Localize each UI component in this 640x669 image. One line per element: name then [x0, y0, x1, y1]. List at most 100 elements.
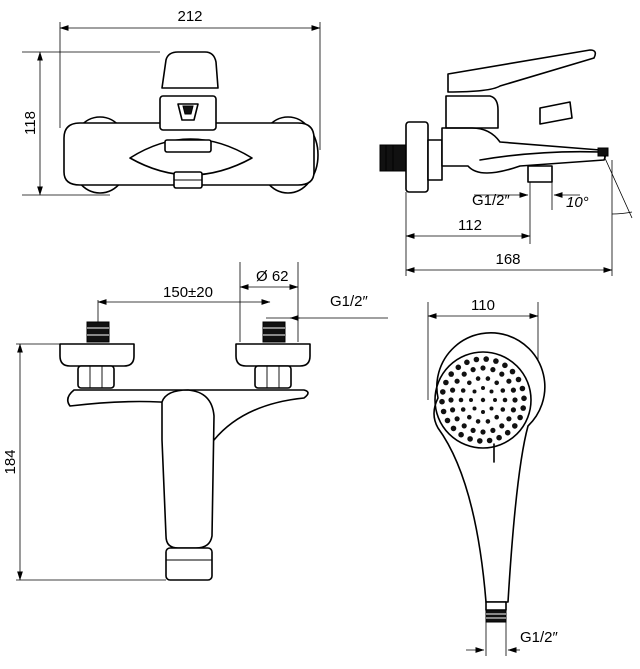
dimension-112-label: 112	[458, 217, 482, 234]
nozzle-dot	[520, 386, 526, 392]
side-flange	[406, 122, 428, 192]
side-nut	[428, 140, 442, 180]
nozzle-dot	[512, 397, 517, 402]
width-dimension-label: 212	[177, 8, 202, 25]
nozzle-dot	[501, 388, 506, 393]
nozzle-dot	[471, 428, 476, 433]
spacing-label: 150±20	[163, 284, 213, 301]
nozzle-dot	[448, 397, 453, 402]
nozzle-dot	[476, 419, 481, 424]
nozzle-dot	[481, 398, 485, 402]
nozzle-dot	[467, 436, 473, 442]
side-cartridge	[446, 96, 498, 128]
nozzle-dot	[462, 372, 467, 377]
nozzle-dot	[493, 358, 499, 364]
nozzle-dot	[481, 386, 485, 390]
nozzle-dot	[443, 380, 449, 386]
nozzle-dot	[511, 388, 516, 393]
front-view: Ø 62 150±20 G1/2″ 184	[2, 262, 388, 580]
nozzle-dot	[471, 367, 476, 372]
nozzle-dot	[506, 416, 511, 421]
nozzle-dot	[455, 416, 460, 421]
nozzle-dot	[441, 409, 447, 415]
nozzle-dot	[477, 438, 483, 444]
side-diverter-knob	[540, 102, 572, 124]
nozzle-dot	[459, 398, 464, 403]
nozzle-dot	[499, 423, 504, 428]
nozzle-dot	[455, 379, 460, 384]
top-view: 212 118	[22, 8, 320, 195]
front-spout	[166, 548, 212, 580]
height-dimension-label: 118	[22, 111, 39, 135]
lever-handle	[162, 52, 218, 88]
side-spout-tip	[598, 148, 608, 156]
nozzle-dot	[486, 419, 491, 424]
nozzle-dot	[490, 407, 494, 411]
nozzle-dot	[439, 399, 445, 405]
nozzle-dot	[494, 381, 499, 386]
nozzle-dot	[458, 432, 464, 438]
nozzle-dot	[445, 418, 451, 424]
nozzle-dot	[467, 381, 472, 386]
nozzle-dot	[499, 372, 504, 377]
lever-cap	[183, 106, 193, 114]
nozzle-dot	[517, 415, 523, 421]
nozzle-dot	[480, 365, 485, 370]
nozzle-dot	[490, 428, 495, 433]
nozzle-dot	[473, 407, 477, 411]
nozzle-dot	[511, 407, 516, 412]
dimension-168-label: 168	[495, 251, 520, 268]
angle-arc	[612, 212, 632, 214]
nozzle-dot	[474, 357, 480, 363]
nozzle-dot	[494, 415, 499, 420]
nozzle-dot	[481, 410, 485, 414]
nozzle-dot	[461, 407, 466, 412]
left-nut	[78, 366, 114, 388]
front-lever	[162, 390, 214, 548]
nozzle-dot	[503, 398, 508, 403]
nozzle-dot	[440, 389, 446, 395]
side-body	[442, 128, 605, 173]
height-184-label: 184	[2, 449, 19, 474]
nozzle-dot	[480, 429, 485, 434]
shower-thread	[486, 610, 506, 622]
hand-shower: 110 G1/2″	[428, 297, 559, 656]
side-thread-label: G1/2″	[472, 192, 511, 209]
diameter-label: Ø 62	[256, 268, 289, 285]
nozzle-dot	[512, 423, 518, 429]
front-thread-label: G1/2″	[330, 293, 369, 310]
right-nut	[255, 366, 291, 388]
nozzle-dot	[469, 398, 473, 402]
nozzle-dot	[521, 396, 527, 402]
side-outlet	[528, 166, 552, 182]
side-lever	[448, 50, 595, 92]
nozzle-dot	[502, 363, 508, 369]
nozzle-dot	[483, 356, 489, 362]
nozzle-dot	[505, 430, 511, 436]
nozzle-dot	[496, 435, 502, 441]
nozzle-dot	[490, 367, 495, 372]
nozzle-dot	[493, 398, 497, 402]
nozzle-dot	[462, 423, 467, 428]
angle-label: 10°	[566, 194, 589, 211]
nozzle-dot	[450, 407, 455, 412]
nozzle-dot	[476, 376, 481, 381]
left-flange	[60, 344, 134, 366]
nozzle-dot	[510, 369, 516, 375]
nozzle-dot	[461, 388, 466, 393]
nozzle-dot	[451, 426, 457, 432]
nozzle-dot	[506, 379, 511, 384]
nozzle-dot	[520, 405, 526, 411]
nozzle-dot	[487, 438, 493, 444]
nozzle-dot	[486, 376, 491, 381]
right-thread	[263, 322, 285, 342]
shower-width-label: 110	[471, 297, 495, 314]
cartridge-ring	[165, 140, 211, 152]
right-flange	[236, 344, 310, 366]
nozzle-dot	[467, 415, 472, 420]
nozzle-dot	[516, 377, 522, 383]
nozzle-dot	[473, 390, 477, 394]
left-thread	[87, 322, 109, 342]
shower-connector	[486, 602, 506, 610]
